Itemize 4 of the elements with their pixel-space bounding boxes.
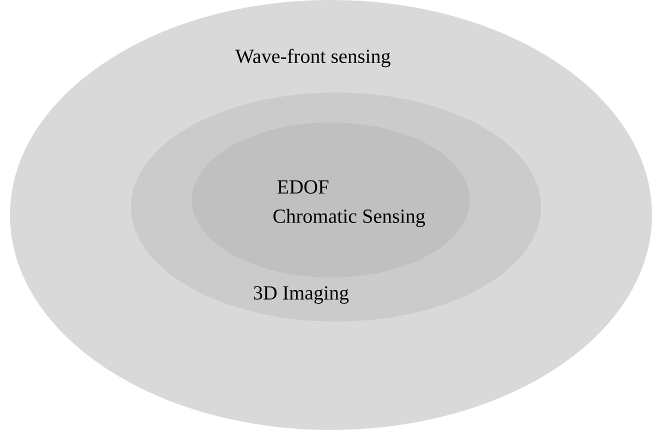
region-label: 3D Imaging — [254, 286, 349, 304]
region-label: Wave-front sensing — [235, 48, 390, 68]
region-label: EDOF — [277, 180, 328, 194]
region-label: Chromatic Sensing — [273, 208, 426, 228]
